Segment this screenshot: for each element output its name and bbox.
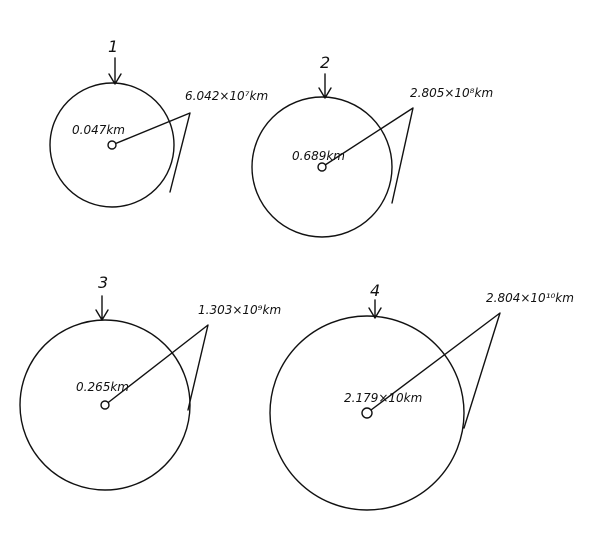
figure-1-center-label: 0.047km	[72, 123, 125, 137]
figure-1-radius-label: 6.042×10⁷km	[185, 89, 268, 103]
figure-2-center-point	[317, 162, 327, 172]
figure-3-radius-wedge	[104, 324, 209, 411]
figure-4-circle	[269, 315, 465, 511]
figure-2-number: 2	[320, 53, 330, 72]
figure-4-center-point	[361, 407, 373, 419]
figure-4-radius-label: 2.804×10¹⁰km	[486, 291, 574, 305]
figure-3-radius-label: 1.303×10⁹km	[198, 303, 281, 317]
figure-4-radius-wedge	[366, 312, 501, 429]
figure-1-center-point	[107, 140, 117, 150]
figure-2-radius-wedge	[321, 107, 414, 204]
figure-3: 3 0.265km 1.303×10⁹km	[19, 273, 281, 491]
figure-1-number: 1	[108, 37, 118, 56]
figure-1: 1 0.047km 6.042×10⁷km	[49, 37, 268, 208]
figure-3-center-label: 0.265km	[76, 380, 129, 394]
figure-4-center-label: 2.179×10km	[344, 391, 422, 405]
figure-2-arrow	[318, 73, 332, 99]
figure-3-number: 3	[98, 273, 108, 292]
figure-3-center-point	[100, 400, 110, 410]
figure-3-circle	[19, 319, 191, 491]
figure-4: 4 2.179×10km 2.804×10¹⁰km	[269, 281, 574, 511]
figure-3-arrow	[95, 295, 109, 321]
figure-2: 2 0.689km 2.805×10⁸km	[251, 53, 493, 238]
figure-4-number: 4	[370, 281, 380, 300]
figure-2-radius-label: 2.805×10⁸km	[410, 86, 493, 100]
figure-4-arrow	[368, 299, 382, 319]
figure-1-circle	[49, 82, 175, 208]
figure-2-circle	[251, 96, 393, 238]
figure-1-radius-wedge	[111, 112, 191, 193]
figure-1-arrow	[108, 57, 122, 85]
figure-2-center-label: 0.689km	[292, 149, 345, 163]
